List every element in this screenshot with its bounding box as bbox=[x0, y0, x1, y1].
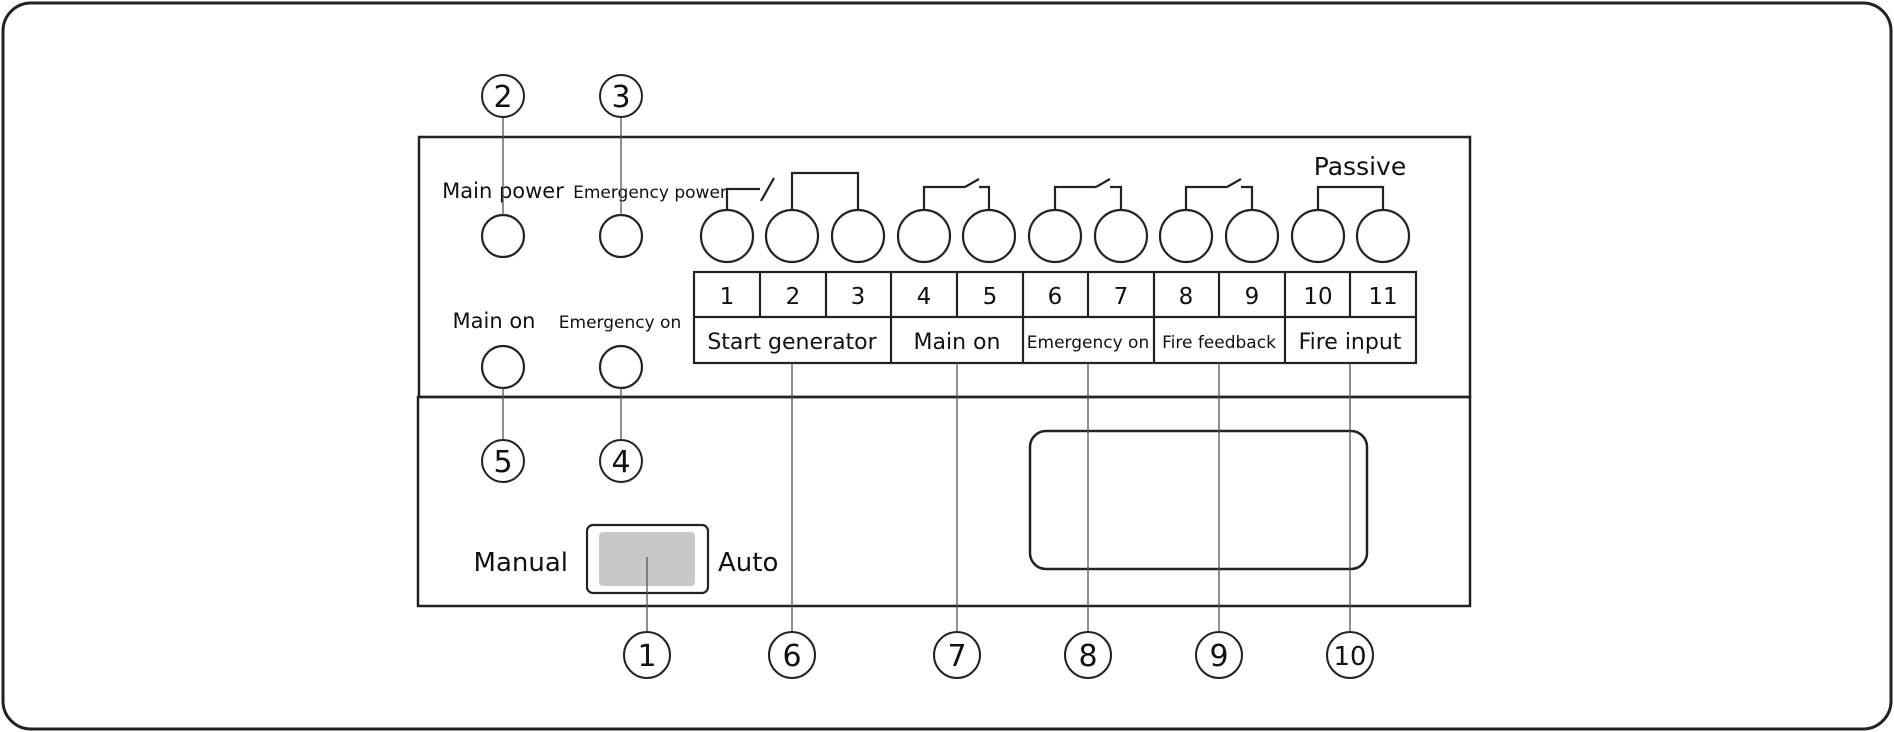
callout-5: 5 bbox=[493, 445, 512, 480]
terminal-block bbox=[692, 270, 1418, 365]
group-label-start-generator: Start generator bbox=[707, 330, 877, 355]
callout-8: 8 bbox=[1078, 639, 1097, 674]
callout-7: 7 bbox=[947, 639, 966, 674]
terminal-number: 5 bbox=[983, 284, 998, 310]
callout-3: 3 bbox=[611, 80, 630, 115]
display-window bbox=[1028, 429, 1369, 571]
callout-1: 1 bbox=[637, 639, 656, 674]
emergency-power-label: Emergency power bbox=[573, 183, 727, 203]
terminal-number: 6 bbox=[1048, 284, 1063, 310]
terminal-screw-8 bbox=[1158, 208, 1214, 264]
contact-symbols bbox=[725, 171, 1385, 209]
lower-leaders bbox=[646, 363, 1351, 631]
group-label-main-on: Main on bbox=[914, 330, 1001, 355]
terminal-screw-11 bbox=[1355, 208, 1411, 264]
terminal-screw-10 bbox=[1290, 208, 1346, 264]
manual-label: Manual bbox=[474, 548, 568, 578]
lower-module bbox=[416, 395, 1472, 608]
terminal-number: 11 bbox=[1368, 284, 1397, 310]
terminal-number: 4 bbox=[917, 284, 932, 310]
terminal-screw-5 bbox=[961, 208, 1017, 264]
terminal-screw-6 bbox=[1027, 208, 1083, 264]
terminal-screw-9 bbox=[1224, 208, 1280, 264]
group-label-fire-feedback: Fire feedback bbox=[1162, 333, 1276, 353]
terminal-screw-7 bbox=[1093, 208, 1149, 264]
terminal-screw-4 bbox=[896, 208, 952, 264]
passive-label: Passive bbox=[1314, 152, 1406, 181]
auto-label: Auto bbox=[718, 548, 778, 578]
terminal-number: 3 bbox=[851, 284, 866, 310]
terminal-number: 2 bbox=[786, 284, 801, 310]
terminal-number: 8 bbox=[1179, 284, 1194, 310]
callout-4: 4 bbox=[611, 445, 630, 480]
callout-circles bbox=[481, 74, 1374, 679]
callout-2: 2 bbox=[493, 80, 512, 115]
main-on-indicator-label: Main on bbox=[453, 309, 536, 333]
callout-10: 10 bbox=[1333, 642, 1366, 672]
terminal-screw-2 bbox=[764, 208, 820, 264]
callout-9: 9 bbox=[1209, 639, 1228, 674]
terminal-number: 1 bbox=[720, 284, 735, 310]
emergency-on-indicator-label: Emergency on bbox=[559, 313, 681, 333]
terminal-screw-1 bbox=[699, 208, 755, 264]
callout-6: 6 bbox=[782, 639, 801, 674]
terminal-number: 7 bbox=[1114, 284, 1129, 310]
group-label-emergency-on: Emergency on bbox=[1027, 333, 1149, 353]
group-label-fire-input: Fire input bbox=[1299, 330, 1402, 355]
terminal-screw-3 bbox=[830, 208, 886, 264]
terminal-number: 10 bbox=[1303, 284, 1332, 310]
terminal-number: 9 bbox=[1245, 284, 1260, 310]
